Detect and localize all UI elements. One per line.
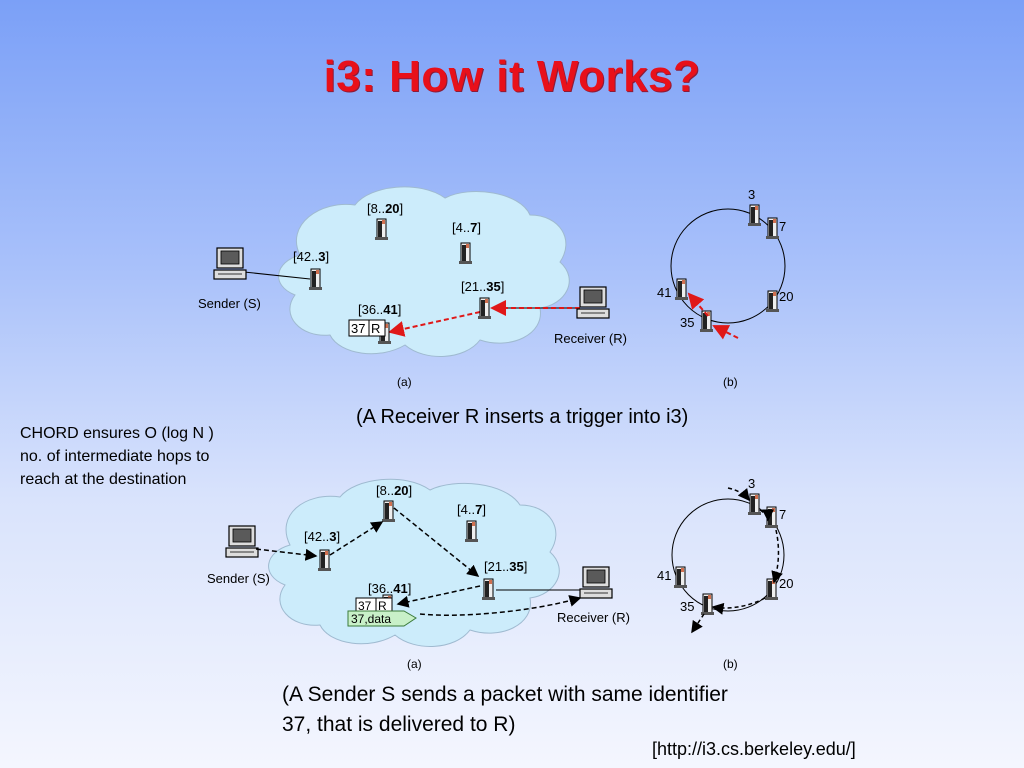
node-label-21-35: [21..35] <box>461 279 504 294</box>
panel-b-label: (b) <box>723 375 738 389</box>
server-icon-4-7 <box>458 242 473 265</box>
ring-label-20: 20 <box>779 289 793 304</box>
source-link[interactable]: [http://i3.cs.berkeley.edu/] <box>652 739 856 759</box>
node-label-36-41-bottom: [36..41] <box>368 581 411 596</box>
side-note-line-1: CHORD ensures O (log N ) <box>20 425 214 442</box>
trigger-r-bottom: R <box>378 599 387 613</box>
ring-arrow-2 <box>759 509 774 522</box>
ring-label-7: 7 <box>779 219 786 234</box>
node-label-4-7: [4..7] <box>452 220 481 235</box>
ring-label-41-bottom: 41 <box>657 568 671 583</box>
ring-node-icon-3 <box>747 204 762 227</box>
server-icon-42-3 <box>308 268 323 291</box>
ring-arrow-red-1 <box>712 325 739 340</box>
receiver-computer-icon-bottom <box>579 566 613 599</box>
trigger-r: R <box>371 321 380 336</box>
chord-ring-bottom <box>671 498 785 612</box>
ring-label-7-bottom: 7 <box>779 507 786 522</box>
side-note: CHORD ensures O (log N ) no. of intermed… <box>20 422 270 491</box>
trigger-id-bottom: 37 <box>358 599 372 613</box>
server-icon-8-20 <box>374 218 389 241</box>
server-icon-42-3-bottom <box>317 549 332 572</box>
receiver-label-bottom: Receiver (R) <box>557 610 630 625</box>
trigger-r-box <box>368 319 386 337</box>
ring-node-icon-35-bottom <box>700 593 715 616</box>
node-label-21-35-bottom: [21..35] <box>484 559 527 574</box>
network-cloud-top <box>278 186 570 357</box>
caption-bottom-line-1: (A Sender S sends a packet with same ide… <box>282 683 728 706</box>
server-icon-8-20-bottom <box>381 500 396 523</box>
sender-label: Sender (S) <box>198 296 261 311</box>
packet-arrow-2 <box>329 521 384 556</box>
trigger-insert-arrow-2 <box>388 311 481 337</box>
chord-ring-top <box>670 208 786 324</box>
trigger-id: 37 <box>351 321 365 336</box>
packet-arrow-1 <box>255 548 318 561</box>
ring-node-icon-3-bottom <box>747 493 762 516</box>
node-label-4-7-bottom: [4..7] <box>457 502 486 517</box>
ring-label-41: 41 <box>657 285 671 300</box>
panel-a-label-bottom: (a) <box>407 657 422 671</box>
server-icon-4-7-bottom <box>464 520 479 543</box>
packet-arrow-3 <box>393 507 480 577</box>
ring-label-3-bottom: 3 <box>748 476 755 491</box>
ring-arrow-4 <box>711 597 766 615</box>
node-label-42-3-bottom: [42..3] <box>304 529 340 544</box>
server-icon-21-35-bottom <box>481 578 496 601</box>
sender-computer-icon-bottom <box>225 525 259 558</box>
sender-computer-icon <box>213 247 247 280</box>
ring-node-icon-41-bottom <box>673 566 688 589</box>
ring-label-3: 3 <box>748 187 755 202</box>
ring-arrow-3 <box>771 529 783 584</box>
caption-bottom-line-2: 37, that is delivered to R) <box>282 713 516 736</box>
caption-bottom: (A Sender S sends a packet with same ide… <box>282 680 842 740</box>
ring-node-icon-7 <box>765 217 780 240</box>
ring-arrow-red-2 <box>687 292 709 317</box>
ring-node-icon-41 <box>674 278 689 301</box>
node-label-42-3: [42..3] <box>293 249 329 264</box>
receiver-computer-icon <box>576 286 610 319</box>
node-label-36-41: [36..41] <box>358 302 401 317</box>
ring-node-icon-20 <box>765 290 780 313</box>
packet-arrow-4 <box>396 585 481 608</box>
sender-link-top <box>243 271 311 280</box>
panel-a-label: (a) <box>397 375 412 389</box>
ring-label-20-bottom: 20 <box>779 576 793 591</box>
receiver-label: Receiver (R) <box>554 331 627 346</box>
network-cloud-bottom <box>268 478 560 647</box>
panel-b-label-bottom: (b) <box>723 657 738 671</box>
slide-title: i3: How it Works? <box>323 52 701 101</box>
side-note-line-3: reach at the destination <box>20 471 187 488</box>
sender-label-bottom: Sender (S) <box>207 571 270 586</box>
ring-arrow-1 <box>727 487 750 502</box>
side-note-line-2: no. of intermediate hops to <box>20 448 210 465</box>
node-label-8-20: [8..20] <box>367 201 403 216</box>
ring-label-35: 35 <box>680 315 694 330</box>
data-packet-label: 37,data <box>351 612 391 626</box>
data-packet-tag <box>347 610 417 627</box>
packet-arrow-5 <box>419 595 582 616</box>
caption-top: (A Receiver R inserts a trigger into i3) <box>356 406 689 428</box>
server-icon-21-35 <box>477 297 492 320</box>
node-label-8-20-bottom: [8..20] <box>376 483 412 498</box>
ring-label-35-bottom: 35 <box>680 599 694 614</box>
ring-node-icon-20-bottom <box>764 578 779 601</box>
ring-arrow-5 <box>691 613 705 634</box>
